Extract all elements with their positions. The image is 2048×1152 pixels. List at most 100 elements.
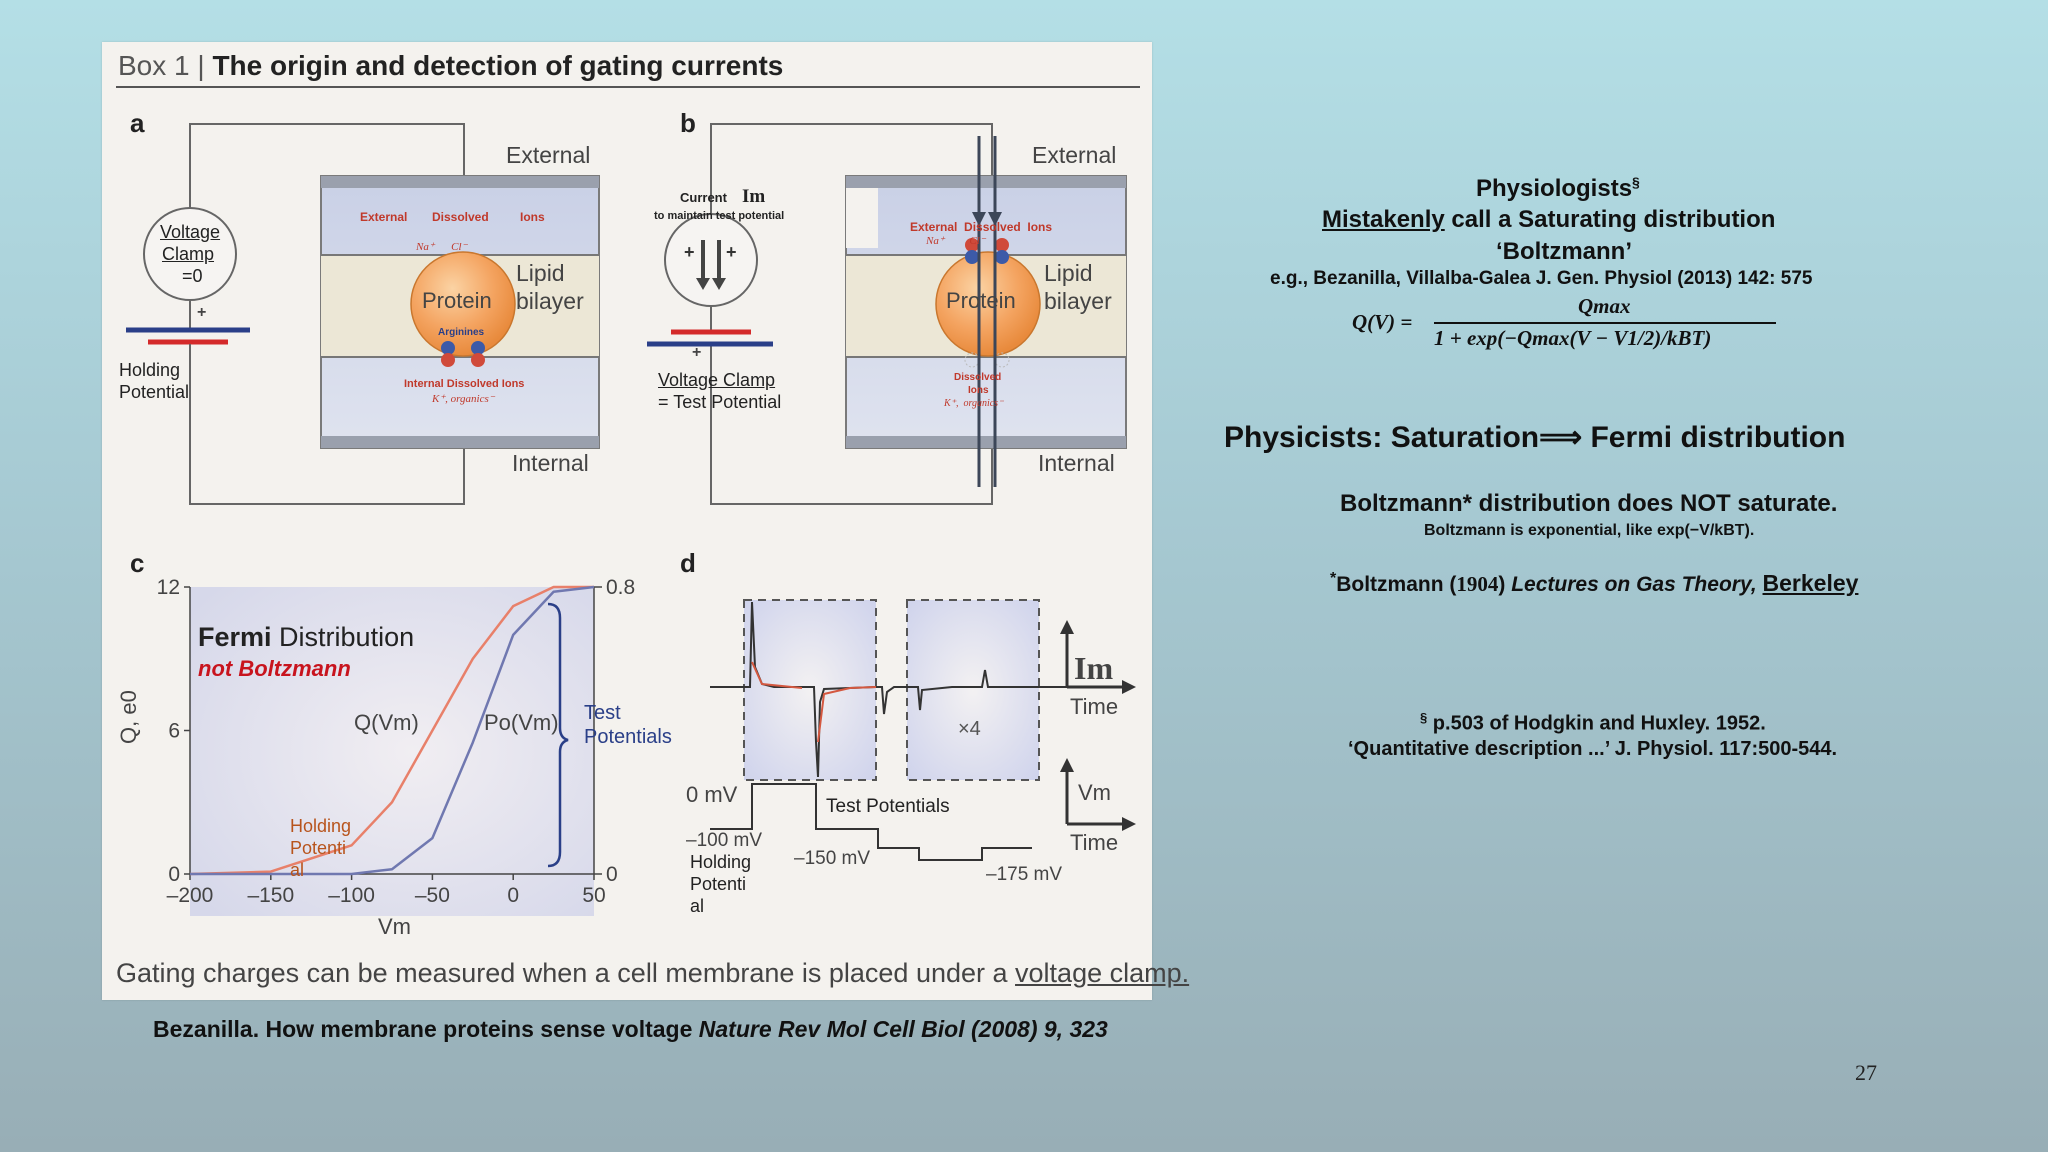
physiologists-text: Physiologists bbox=[1476, 175, 1633, 202]
footnote-year: 1904 bbox=[1456, 572, 1499, 596]
voltage-clamp-link[interactable]: voltage clamp. bbox=[1015, 958, 1190, 988]
equation-fraction-bar bbox=[1434, 322, 1776, 324]
panel-a-ext-ions-1: External bbox=[360, 210, 408, 224]
mistakenly-line: Mistakenly call a Saturating distributio… bbox=[1322, 206, 1775, 234]
exponential-text: Boltzmann is exponential, like exp(−V/kB… bbox=[1424, 522, 1755, 539]
panel-b-clamp-value: = Test Potential bbox=[658, 392, 782, 412]
panel-c-holding-1: Holding bbox=[290, 816, 352, 836]
panel-c-curves bbox=[189, 585, 595, 876]
box-title: Box 1 | The origin and detection of gati… bbox=[118, 50, 783, 82]
panel-b-circuit bbox=[647, 123, 993, 505]
implies-arrow-icon: ⟹ bbox=[1539, 421, 1583, 454]
panel-d-traces bbox=[710, 599, 1136, 861]
fermi-distribution-label: Fermi Distribution bbox=[198, 622, 414, 653]
current-note: to maintain test potential bbox=[654, 210, 785, 222]
current-symbol: Im bbox=[742, 186, 766, 207]
page-number: 27 bbox=[1855, 1060, 1877, 1085]
panel-b-ext-ions: External Dissolved Ions bbox=[910, 220, 1053, 234]
panel-b-plus-right: + bbox=[726, 242, 737, 262]
panel-a-plus: + bbox=[197, 304, 207, 321]
boltzmann-footnote: *Boltzmann (1904) Lectures on Gas Theory… bbox=[1330, 570, 1858, 597]
times-four-label: ×4 bbox=[958, 718, 981, 740]
y2-tick-label: 0 bbox=[606, 863, 618, 886]
title-divider bbox=[116, 86, 1140, 88]
hh-mark: § bbox=[1420, 710, 1428, 725]
panel-a-int-ions: Internal Dissolved Ions bbox=[404, 378, 525, 390]
fermi-text: Fermi distribution bbox=[1582, 421, 1846, 454]
panel-a-ext-ion-symbols: Na⁺ Cl⁻ bbox=[416, 241, 468, 253]
saturating-text: call a Saturating distribution bbox=[1444, 206, 1776, 233]
boltzmann-quote: ‘Boltzmann’ bbox=[1496, 238, 1632, 265]
panel-b-external: External bbox=[1032, 142, 1117, 168]
panel-d-holding-1: Holding bbox=[690, 852, 752, 872]
panel-b-int-ions-2: Ions bbox=[968, 385, 989, 396]
panel-c-y-title: Q, e0 bbox=[116, 690, 141, 744]
curve-q bbox=[189, 585, 594, 876]
panel-b-bilayer: bilayer bbox=[1044, 288, 1112, 314]
voltage-clamp-label-2: Clamp bbox=[162, 244, 215, 264]
panel-a-bilayer: bilayer bbox=[516, 288, 584, 314]
panel-d-letter: d bbox=[680, 548, 696, 578]
not-boltzmann-label: not Boltzmann bbox=[198, 656, 351, 681]
example-reference: e.g., Bezanilla, Villalba-Galea J. Gen. … bbox=[1270, 268, 1813, 289]
potentials-label: Potentials bbox=[584, 726, 672, 748]
test-label: Test bbox=[584, 702, 621, 724]
panel-a-protein: Protein bbox=[422, 288, 492, 313]
zero-mv-label: 0 mV bbox=[686, 782, 738, 807]
panel-b-letter: b bbox=[680, 108, 696, 138]
x-tick-label: 0 bbox=[507, 884, 519, 907]
hh-text-1: p.503 of Hodgkin and Huxley. 1952. bbox=[1427, 712, 1766, 735]
physicists-line: Physicists: Saturation⟹ Fermi distributi… bbox=[1224, 420, 1845, 455]
footnote-author: Boltzmann ( bbox=[1336, 573, 1457, 596]
test-potentials-brace bbox=[547, 602, 569, 868]
voltage-clamp-value: =0 bbox=[182, 266, 203, 286]
panel-c-letter: c bbox=[130, 548, 145, 578]
hodgkin-huxley-line-1: § p.503 of Hodgkin and Huxley. 1952. bbox=[1420, 710, 1766, 736]
panel-a-internal: Internal bbox=[512, 450, 589, 476]
panel-c-holding-3: al bbox=[290, 860, 305, 880]
y-tick-label: 0 bbox=[168, 863, 180, 886]
panel-a-letter: a bbox=[130, 108, 145, 138]
equation-numerator: Qmax bbox=[1578, 294, 1631, 318]
panel-a-potential: Potential bbox=[119, 382, 190, 402]
panel-d-holding-2: Potenti bbox=[690, 874, 747, 894]
footnote-close: ) bbox=[1498, 573, 1512, 596]
panel-a-int-ion-symbols: K⁺, organics⁻ bbox=[432, 393, 495, 405]
panel-a-ext-ions-3: Ions bbox=[520, 210, 545, 224]
panel-a-circuit bbox=[126, 123, 465, 505]
citation: Bezanilla. How membrane proteins sense v… bbox=[153, 1016, 1108, 1043]
time-label-2: Time bbox=[1070, 830, 1119, 855]
curve-po bbox=[190, 585, 595, 876]
panel-b-internal: Internal bbox=[1038, 450, 1115, 476]
im-axis-label: Im bbox=[1074, 650, 1114, 686]
panel-a-lipid: Lipid bbox=[516, 260, 565, 286]
footnote-lectures: Lectures on Gas Theory, bbox=[1511, 573, 1757, 596]
figure-caption: Gating charges can be measured when a ce… bbox=[116, 958, 1189, 989]
fermi-rest: Distribution bbox=[279, 622, 415, 652]
panel-b-plus-left: + bbox=[684, 242, 695, 262]
y-tick-label: 6 bbox=[168, 720, 180, 743]
minus-175-label: –175 mV bbox=[986, 864, 1063, 885]
panel-b-clamp-label: Voltage Clamp bbox=[658, 370, 776, 390]
test-potentials-label: Test Potentials bbox=[826, 796, 950, 817]
fermi-bold: Fermi bbox=[198, 622, 272, 652]
x-tick-label: –150 bbox=[247, 884, 294, 907]
footnote-berkeley[interactable]: Berkeley bbox=[1762, 570, 1859, 596]
y2-tick-label: 0.8 bbox=[606, 576, 635, 599]
physicists-text: Physicists: Saturation bbox=[1224, 421, 1540, 454]
panel-b-lipid: Lipid bbox=[1044, 260, 1093, 286]
time-label-1: Time bbox=[1070, 694, 1119, 719]
po-curve-label: Po(Vm) bbox=[484, 710, 559, 735]
panel-d-holding-3: al bbox=[690, 896, 705, 916]
x-tick-label: 50 bbox=[582, 884, 605, 907]
panel-a-arginines: Arginines bbox=[438, 327, 485, 338]
caption-text: Gating charges can be measured when a ce… bbox=[116, 958, 1008, 988]
citation-author: Bezanilla. How membrane proteins sense v… bbox=[153, 1016, 699, 1042]
panel-a-membrane bbox=[320, 175, 600, 449]
footnote-star: * bbox=[1330, 570, 1337, 587]
x-tick-label: –100 bbox=[328, 884, 375, 907]
panel-b-plus-bottom: + bbox=[692, 344, 702, 361]
